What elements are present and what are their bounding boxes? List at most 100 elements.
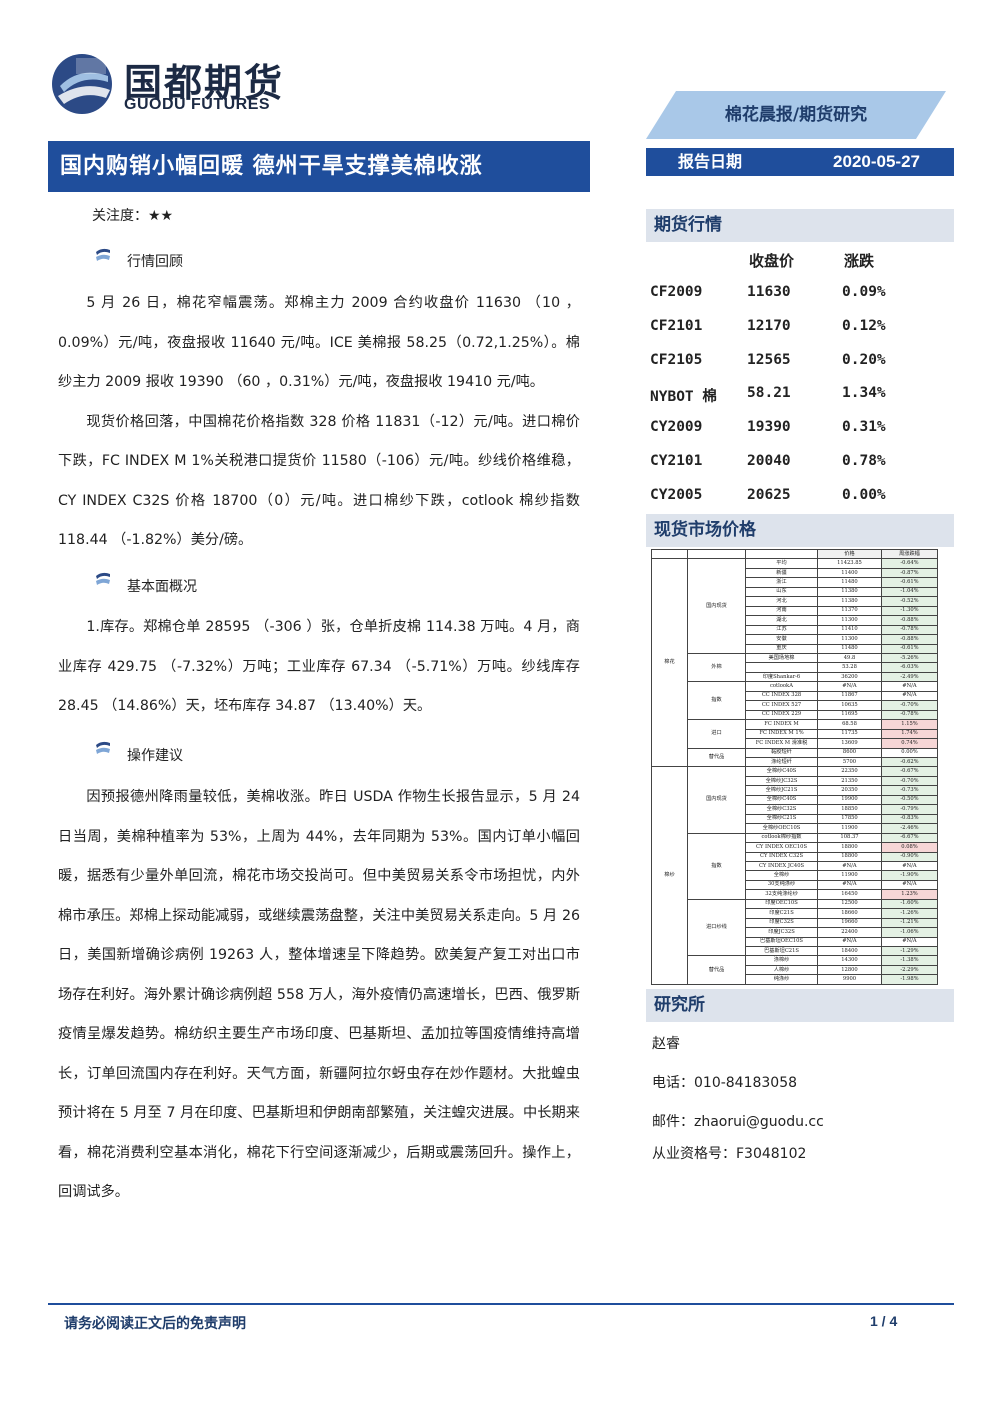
spot-item: 重庆 bbox=[745, 643, 818, 655]
spot-price: 11900 bbox=[817, 823, 882, 834]
futures-heading: 期货行情 bbox=[646, 209, 954, 242]
institute-heading: 研究所 bbox=[646, 989, 954, 1022]
spot-item: 涤纶短纤 bbox=[745, 756, 818, 768]
spot-price: 36200 bbox=[817, 671, 882, 683]
spot-price: 18800 bbox=[817, 842, 882, 853]
spot-group: 国内现货 bbox=[687, 558, 746, 654]
spot-item: 新疆 bbox=[745, 567, 818, 579]
spot-price: 53.28 bbox=[817, 662, 882, 673]
spot-change: -0.61% bbox=[881, 643, 938, 655]
spot-item: 全棉纱JC32S bbox=[745, 775, 818, 787]
spot-item: 平均 bbox=[745, 558, 818, 569]
spot-change: 1.74% bbox=[881, 728, 938, 740]
spot-change: 0.08% bbox=[881, 842, 938, 853]
spot-price: 11423.85 bbox=[817, 558, 882, 569]
spot-price: 22400 bbox=[817, 927, 882, 938]
spot-change: -0.50% bbox=[881, 794, 938, 806]
spot-price: 49.8 bbox=[817, 652, 882, 664]
advice-text: 因预报德州降雨量较低，美棉收涨。昨日 USDA 作物生长报告显示，5 月 24 … bbox=[58, 778, 580, 1213]
spot-item: 印度OEC10S bbox=[745, 898, 818, 910]
spot-price: 19900 bbox=[817, 794, 882, 806]
analyst-name: 赵睿 bbox=[652, 1036, 680, 1052]
futures-change: 0.12% bbox=[842, 317, 886, 334]
spot-change: -1.90% bbox=[881, 870, 938, 881]
spot-price: 8600 bbox=[817, 747, 882, 758]
spot-price: 18400 bbox=[817, 946, 882, 957]
spot-item: FC INDEX M 滑准税 bbox=[745, 738, 818, 749]
spot-change: #N/A bbox=[881, 690, 938, 702]
report-title: 国内购销小幅回暖 德州干旱支撑美棉收涨 bbox=[60, 154, 483, 179]
spot-change: -0.88% bbox=[881, 634, 938, 645]
spot-price: 11380 bbox=[817, 596, 882, 607]
review-paragraph: 5 月 26 日，棉花窄幅震荡。郑棉主力 2009 合约收盘价 11630 （1… bbox=[58, 295, 580, 390]
spot-price: #N/A bbox=[817, 681, 882, 692]
futures-change: 0.00% bbox=[842, 486, 886, 503]
spot-price: 11695 bbox=[817, 709, 882, 721]
spot-price: #N/A bbox=[817, 860, 882, 872]
page-number: 1 / 4 bbox=[870, 1313, 898, 1329]
futures-change: 1.34% bbox=[842, 385, 886, 402]
spot-price: 108.37 bbox=[817, 832, 882, 844]
futures-contract: CY2005 bbox=[650, 486, 703, 503]
spot-change: -0.70% bbox=[881, 700, 938, 711]
spot-change: 1.23% bbox=[881, 889, 938, 900]
review-paragraph: 现货价格回落，中国棉花价格指数 328 价格 11831（-12）元/吨。进口棉… bbox=[58, 413, 580, 549]
company-name-cn: 国都期货 bbox=[124, 61, 285, 105]
spot-change: -0.90% bbox=[881, 851, 938, 862]
futures-col-change: 涨跌 bbox=[844, 252, 875, 270]
spot-item: 全棉纱C40S bbox=[745, 766, 818, 777]
spot-item: 湖北 bbox=[745, 615, 818, 626]
section-bullet-icon bbox=[94, 571, 112, 587]
spot-change: -2.49% bbox=[881, 671, 938, 683]
spot-price: 11480 bbox=[817, 577, 882, 588]
spot-change: -1.29% bbox=[881, 946, 938, 957]
futures-close: 12565 bbox=[747, 351, 791, 368]
spot-group: 进口 bbox=[687, 719, 746, 749]
spot-item: 印度C21S bbox=[745, 908, 818, 919]
disclaimer-link[interactable]: 请务必阅读正文后的免责声明 bbox=[64, 1316, 246, 1332]
spot-header-blank bbox=[745, 548, 818, 560]
spot-group: 指数 bbox=[687, 681, 746, 721]
spot-item: 印度C32S bbox=[745, 917, 818, 929]
spot-item: 印度Shankar-6 bbox=[745, 671, 818, 683]
futures-close: 58.21 bbox=[747, 385, 791, 402]
footer-divider bbox=[48, 1303, 954, 1305]
spot-item: CY INDEX JC40S bbox=[745, 860, 818, 872]
spot-change: -0.73% bbox=[881, 785, 938, 796]
spot-item: cotlook棉纱指数 bbox=[745, 832, 818, 844]
futures-change: 0.09% bbox=[842, 284, 886, 300]
analyst-license: 从业资格号：F3048102 bbox=[652, 1146, 807, 1162]
spot-change: 0.74% bbox=[881, 738, 938, 749]
spot-price: 20350 bbox=[817, 785, 882, 796]
spot-price: 18800 bbox=[817, 851, 882, 862]
spot-change: -0.64% bbox=[881, 558, 938, 569]
futures-close: 12170 bbox=[747, 317, 791, 334]
spot-item: cotlookA bbox=[745, 681, 818, 692]
analyst-email: 邮件：zhaorui@guodu.cc bbox=[652, 1114, 824, 1130]
spot-change: -5.26% bbox=[881, 652, 938, 664]
review-text: 5 月 26 日，棉花窄幅震荡。郑棉主力 2009 合约收盘价 11630 （1… bbox=[58, 284, 580, 561]
futures-change: 0.78% bbox=[842, 453, 886, 469]
spot-price: #N/A bbox=[817, 879, 882, 891]
spot-price: 22350 bbox=[817, 766, 882, 777]
spot-item: 印度JC32S bbox=[745, 927, 818, 938]
fundamentals-text: 1.库存。郑棉仓单 28595 （-306 ）张，仓单折皮棉 114.38 万吨… bbox=[58, 608, 580, 727]
report-date-bar: 报告日期 2020-05-27 bbox=[646, 148, 954, 176]
futures-contract: NYBOT 棉 bbox=[650, 389, 717, 406]
spot-change: -0.61% bbox=[881, 577, 938, 588]
spot-category: 棉花 bbox=[651, 558, 688, 768]
spot-change: -1.06% bbox=[881, 927, 938, 938]
spot-price: 11370 bbox=[817, 605, 882, 617]
spot-header-blank bbox=[687, 548, 746, 560]
spot-price: 13609 bbox=[817, 738, 882, 749]
spot-change: #N/A bbox=[881, 860, 938, 872]
